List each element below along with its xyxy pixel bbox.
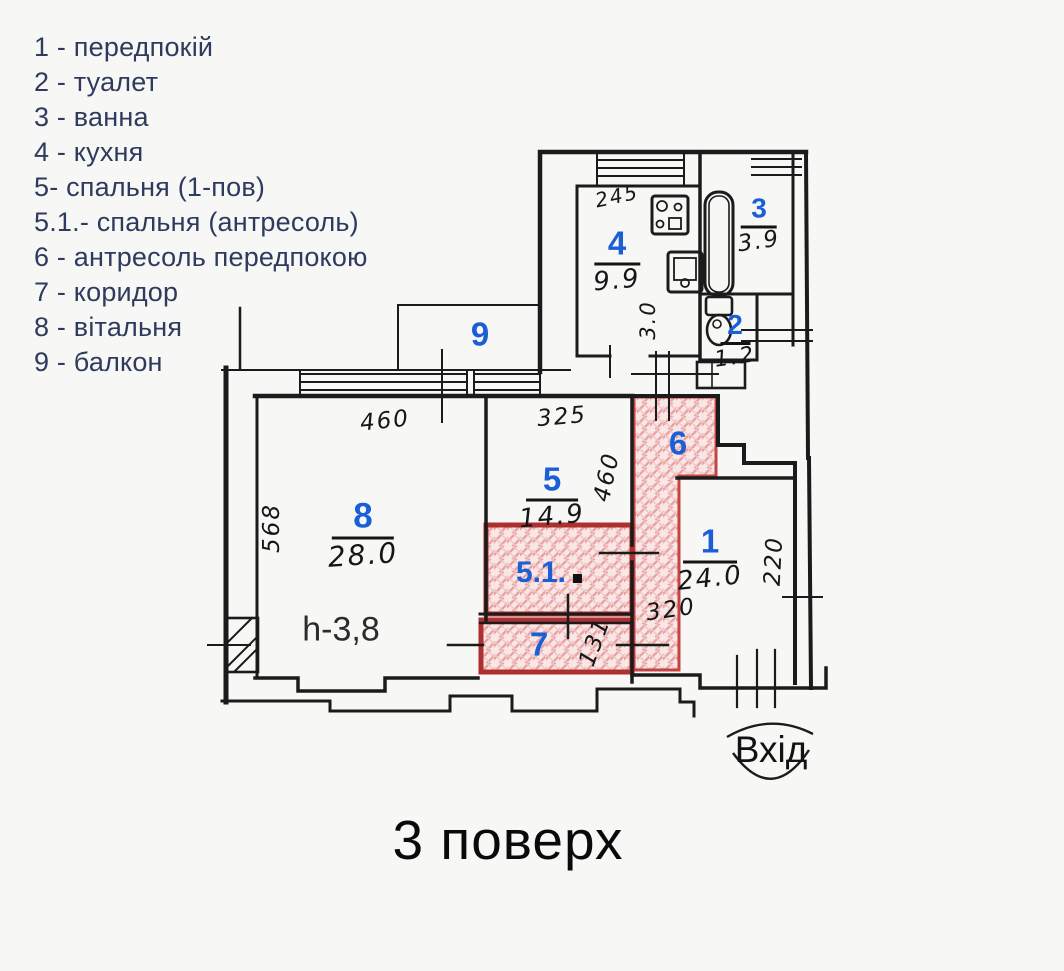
bathtub-icon <box>703 190 735 298</box>
legend-item: 7 - коридор <box>34 277 179 307</box>
walls <box>207 149 828 718</box>
vent-shaft-icon <box>224 616 260 674</box>
ceiling-height-label: h-3,8 <box>302 610 380 649</box>
room-label-9-balcony: 9 <box>471 318 489 351</box>
dim-room8-width: 460 <box>358 405 412 437</box>
room-number: 5.1. <box>515 556 567 589</box>
floor-title: 3 поверх <box>392 809 624 871</box>
legend-item: 5- спальня (1-пов) <box>34 172 266 202</box>
fraction-line <box>682 560 737 564</box>
room-number: 5 <box>542 460 562 498</box>
room-number: 4 <box>607 224 627 262</box>
handwritten-dot <box>573 573 583 583</box>
room-area: 9.9 <box>592 263 642 298</box>
fraction-line <box>332 536 394 540</box>
fraction-line <box>593 262 640 266</box>
stove-icon <box>650 194 690 236</box>
legend-item: 9 - балкон <box>34 347 163 377</box>
fixtures <box>224 190 747 674</box>
room-label-7-corridor: 7 <box>530 628 548 661</box>
legend: 1 - передпокій 2 - туалет 3 - ванна 4 - … <box>34 30 368 380</box>
room-label-2-wc: 2 1.2 <box>712 309 757 373</box>
fraction-line <box>525 498 578 502</box>
room-number: 8 <box>353 496 373 536</box>
legend-item: 3 - ванна <box>34 102 149 132</box>
legend-item: 4 - кухня <box>34 137 144 167</box>
legend-item: 6 - антресоль передпокою <box>34 242 368 272</box>
dim-kitchen-depth: 3.0 <box>636 300 660 340</box>
entrance-label: Вхід <box>734 729 808 770</box>
room-label-6-mezzanine: 6 <box>669 427 687 460</box>
room-number: 2 <box>727 309 743 340</box>
legend-item: 8 - вітальня <box>34 312 183 342</box>
room-number: 1 <box>700 522 720 560</box>
room-label-5-bedroom: 5 14.9 <box>517 460 587 535</box>
dim-room5-width: 325 <box>536 401 588 433</box>
dim-room8-depth: 568 <box>259 503 285 553</box>
dim-room1-side: 220 <box>759 535 789 587</box>
entrance-arc <box>726 722 814 780</box>
legend-item: 5.1.- спальня (антресоль) <box>34 207 359 237</box>
room-label-5-1-mezzanine-bedroom: 5.1. <box>515 556 583 589</box>
fraction-line <box>720 342 750 345</box>
room-area: 14.9 <box>517 498 587 535</box>
legend-item: 2 - туалет <box>34 67 159 97</box>
room-area: 24.0 <box>675 560 745 597</box>
toilet-icon <box>704 295 734 347</box>
room-area: 3.9 <box>736 225 782 258</box>
room-number: 9 <box>470 315 490 353</box>
room-label-4-kitchen: 4 9.9 <box>592 224 642 298</box>
room-area: 28.0 <box>326 536 400 574</box>
washbasin-icon <box>695 360 747 390</box>
room-label-8-living: 8 28.0 <box>326 496 400 574</box>
kitchen-sink-icon <box>666 250 704 294</box>
room-area: 1.2 <box>712 342 757 373</box>
room-number: 7 <box>529 625 549 663</box>
room-number: 3 <box>751 192 767 224</box>
room-label-1-hall: 1 24.0 <box>675 522 745 597</box>
fraction-line <box>740 225 777 229</box>
room-label-3-bath: 3 3.9 <box>736 192 782 258</box>
legend-item: 1 - передпокій <box>34 32 214 62</box>
room-number: 6 <box>668 424 688 462</box>
